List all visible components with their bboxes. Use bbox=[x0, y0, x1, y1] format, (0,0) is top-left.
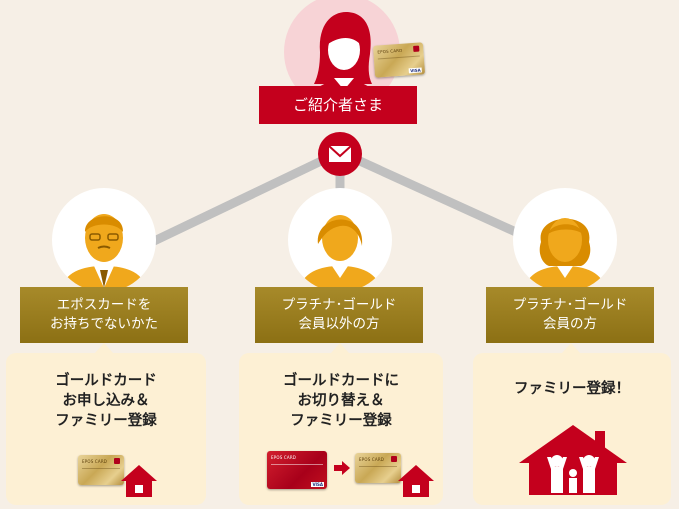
panel1-line3: ファミリー登録 bbox=[55, 413, 157, 429]
referrer-gold-card: EPOS CARD VISA bbox=[372, 42, 426, 78]
panel2-notch bbox=[331, 343, 349, 353]
branch2-avatar bbox=[288, 188, 392, 292]
branch3-avatar bbox=[513, 188, 617, 292]
gold-card-image-2: EPOS CARD bbox=[355, 453, 401, 483]
referrer-label: ご紹介者さま bbox=[259, 86, 417, 124]
panel2-line3: ファミリー登録 bbox=[290, 413, 392, 429]
panel1-notch bbox=[95, 343, 113, 353]
panel1-line2: お申し込み＆ bbox=[62, 393, 150, 409]
woman-short-hair-icon bbox=[298, 215, 382, 292]
panel1-line1: ゴールドカード bbox=[55, 373, 157, 389]
man-with-glasses-icon bbox=[60, 214, 148, 292]
panel2-line1: ゴールドカードに bbox=[283, 373, 399, 389]
panel-new-application: ゴールドカード お申し込み＆ ファミリー登録 EPOS CARD bbox=[6, 353, 206, 505]
branch3-label: プラチナ･ゴールド会員の方 bbox=[486, 287, 654, 343]
branch1-avatar bbox=[52, 188, 156, 292]
panel-switch-card: ゴールドカードに お切り替え＆ ファミリー登録 EPOS CARD VISA E… bbox=[239, 353, 443, 505]
gold-card-image: EPOS CARD bbox=[78, 455, 124, 485]
panel3-line1: ファミリー登録！ bbox=[514, 381, 630, 397]
envelope-icon bbox=[318, 132, 362, 176]
branch1-label: エポスカードをお持ちでないかた bbox=[20, 287, 188, 343]
woman-curly-hair-icon bbox=[523, 218, 607, 292]
arrow-right-icon bbox=[334, 461, 350, 475]
house-icon-2 bbox=[398, 465, 434, 497]
panel3-notch bbox=[562, 343, 580, 353]
family-house-icon bbox=[519, 425, 627, 495]
red-card-image: EPOS CARD VISA bbox=[267, 451, 327, 489]
branch2-label: プラチナ･ゴールド会員以外の方 bbox=[255, 287, 423, 343]
house-icon bbox=[121, 465, 157, 497]
panel-family-registration: ファミリー登録！ bbox=[473, 353, 671, 505]
panel2-line2: お切り替え＆ bbox=[297, 393, 385, 409]
